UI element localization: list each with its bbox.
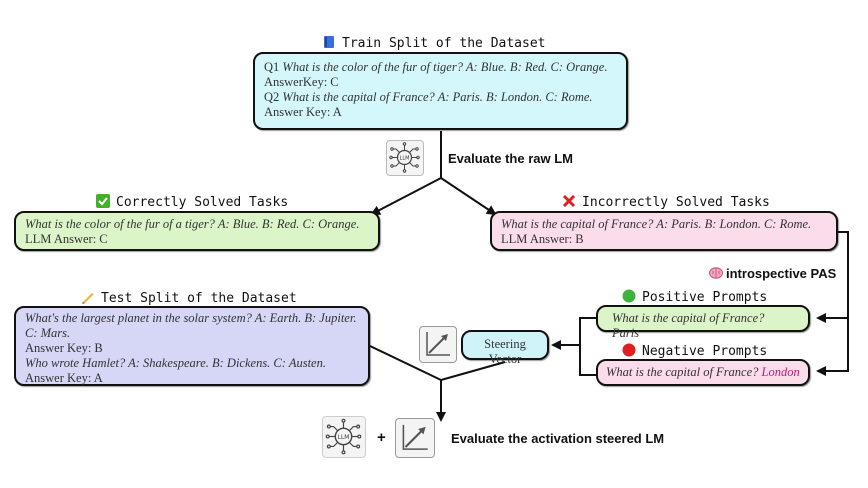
vector-icon-box [419, 326, 457, 363]
llm-chip-icon: LLM [389, 142, 420, 173]
incorrect-tasks-title: Incorrectly Solved Tasks [562, 194, 770, 210]
introspective-pas-label: introspective PAS [709, 266, 836, 281]
llm-chip-icon-bottom: LLM [325, 418, 362, 455]
arrow-to-negative [816, 318, 849, 376]
test-a2: Answer Key: A [25, 371, 103, 385]
bracket-prompts [579, 317, 596, 376]
correct-tasks-title: Correctly Solved Tasks [96, 194, 288, 210]
evaluate-steered-label: Evaluate the activation steered LM [451, 431, 665, 446]
brain-icon [709, 267, 723, 279]
steering-arrow-icon [426, 332, 450, 356]
train-a1: AnswerKey: C [264, 75, 339, 89]
steering-vector-label: Steering Vector [484, 337, 526, 366]
arrow-to-correct [370, 177, 442, 215]
test-q2-text: Who wrote Hamlet? A: Shakespeare. B: Dic… [25, 356, 326, 370]
llm-icon-box-bottom: LLM [322, 416, 366, 458]
positive-prompt-text: What is the capital of France? Paris [612, 311, 765, 340]
arrow-to-incorrect [440, 177, 497, 216]
train-q1-prefix: Q1 [264, 60, 280, 74]
steering-arrow-icon-bottom [402, 424, 428, 450]
correct-question: What is the color of the fur of a tiger?… [25, 217, 360, 231]
correct-tasks-box: What is the color of the fur of a tiger?… [14, 211, 380, 251]
llm-icon-box: LLM [386, 140, 424, 176]
correct-answer: LLM Answer: C [25, 232, 108, 246]
plus-sign: + [377, 429, 386, 446]
positive-prompts-title: Positive Prompts [622, 289, 767, 305]
test-split-box: What's the largest planet in the solar s… [14, 306, 370, 386]
incorrect-question: What is the capital of France? A: Paris.… [501, 217, 812, 231]
test-q1-text: What's the largest planet in the solar s… [25, 311, 357, 340]
red-circle-icon [622, 343, 636, 357]
test-split-title: Test Split of the Dataset [81, 290, 297, 306]
evaluate-raw-label: Evaluate the raw LM [448, 151, 573, 166]
line-test-merge [369, 345, 442, 381]
train-q1-text: What is the color of the fur of tiger? A… [282, 60, 608, 74]
arrow-to-positive [816, 231, 849, 323]
svg-text:LLM: LLM [338, 435, 350, 441]
train-q2-text: What is the capital of France? A: Paris.… [282, 90, 593, 104]
negative-prompt-answer: London [761, 365, 800, 379]
cross-icon [562, 194, 576, 208]
incorrect-tasks-box: What is the capital of France? A: Paris.… [490, 211, 838, 251]
train-q2-prefix: Q2 [264, 90, 280, 104]
negative-prompt-text: What is the capital of France? [606, 365, 759, 379]
book-icon [324, 36, 334, 48]
check-icon [96, 194, 110, 208]
test-a1: Answer Key: B [25, 341, 103, 355]
steering-vector-box: Steering Vector [461, 330, 549, 366]
train-a2: Answer Key: A [264, 105, 342, 119]
negative-prompts-title: Negative Prompts [622, 343, 767, 359]
green-circle-icon [622, 289, 636, 303]
incorrect-answer: LLM Answer: B [501, 232, 584, 246]
writing-hand-icon [82, 293, 94, 304]
vector-icon-box-bottom [395, 418, 435, 458]
positive-prompt-box: What is the capital of France? Paris [596, 305, 810, 340]
train-split-box: Q1 What is the color of the fur of tiger… [253, 52, 628, 130]
train-split-title: Train Split of the Dataset [322, 35, 546, 51]
line-steer-merge [440, 361, 506, 381]
negative-prompt-box: What is the capital of France? London [596, 359, 810, 386]
svg-text:LLM: LLM [400, 156, 410, 162]
